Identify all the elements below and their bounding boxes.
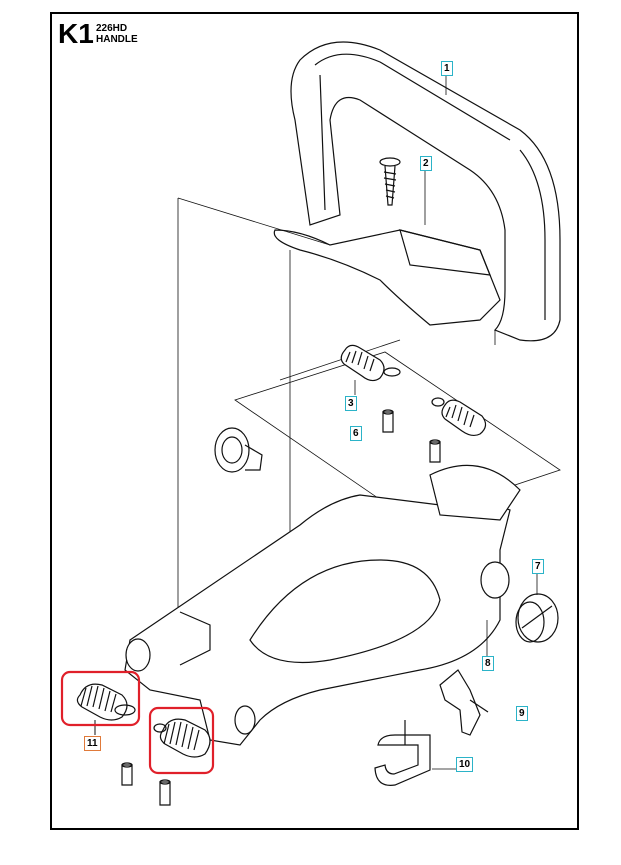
section-title: 226HD HANDLE [96,23,138,45]
part-spring-11[interactable] [76,683,136,735]
part-spring-right[interactable] [431,397,487,437]
highlight-box-spring [148,706,215,775]
section-code: K1 [58,18,94,49]
part-spring-3[interactable] [340,344,401,382]
highlight-box-11 [60,670,141,727]
part-clip-9[interactable] [439,669,489,736]
part-label-6[interactable]: 6 [350,426,362,441]
part-label-1[interactable]: 1 [441,61,453,76]
section-name: HANDLE [96,34,138,45]
part-knob-7[interactable] [515,593,559,643]
part-plug[interactable] [214,427,263,473]
part-bracket-10[interactable] [374,720,431,786]
part-label-2[interactable]: 2 [420,156,432,171]
part-label-11[interactable]: 11 [84,736,101,751]
part-handle[interactable] [273,41,561,342]
diagram-frame [50,12,579,830]
part-handle-frame[interactable] [124,464,521,746]
part-label-9[interactable]: 9 [516,706,528,721]
part-label-3[interactable]: 3 [345,396,357,411]
part-spring-second[interactable] [153,718,211,758]
part-label-7[interactable]: 7 [532,559,544,574]
part-screw-2[interactable] [379,157,401,206]
model-name: 226HD [96,23,128,34]
part-label-8[interactable]: 8 [482,656,494,671]
part-screw-6[interactable] [121,409,441,806]
part-label-10[interactable]: 10 [456,757,474,772]
